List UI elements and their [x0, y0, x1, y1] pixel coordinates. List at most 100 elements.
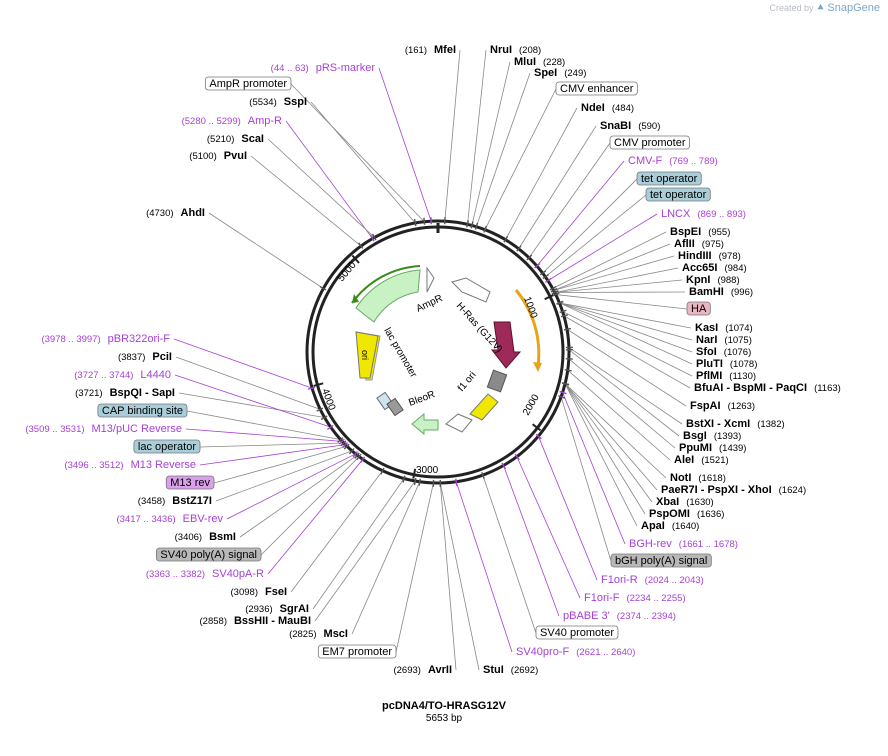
hras-arrow[interactable]	[490, 321, 522, 369]
label-nari[interactable]: NarI(1075)	[696, 334, 752, 346]
label-sv40pro-f[interactable]: SV40pro-F(2621 .. 2640)	[516, 646, 635, 658]
label-cmv-f[interactable]: CMV-F(769 .. 789)	[628, 155, 718, 167]
label-apai[interactable]: ApaI(1640)	[641, 520, 699, 532]
label-pluti[interactable]: PluTI(1078)	[696, 358, 757, 370]
label-xbai[interactable]: XbaI(1630)	[656, 496, 714, 508]
label-cmv-promoter[interactable]: CMV promoter	[609, 135, 690, 150]
label-kpni[interactable]: KpnI(988)	[686, 274, 740, 286]
leader-line	[518, 125, 597, 249]
tick-mark	[544, 293, 555, 301]
label-tet-op-1[interactable]: tet operator	[636, 171, 702, 186]
label-name: PflMI	[696, 370, 722, 382]
label-kasi[interactable]: KasI(1074)	[695, 322, 753, 334]
label-msci[interactable]: MscI(2825)	[289, 628, 348, 640]
label-ndei[interactable]: NdeI(484)	[581, 102, 634, 114]
leader-line	[226, 453, 356, 520]
label-ahdi[interactable]: AhdI(4730)	[146, 207, 205, 219]
label-bgh-rev[interactable]: BGH-rev(1661 .. 1678)	[629, 538, 738, 550]
label-amp-r[interactable]: Amp-R(5280 .. 5299)	[182, 115, 282, 127]
label-m13-puc[interactable]: M13/pUC Reverse(3509 .. 3531)	[25, 423, 182, 435]
label-hindiii[interactable]: HindIII(978)	[678, 250, 741, 262]
label-tet-op-2[interactable]: tet operator	[645, 187, 711, 202]
label-name: SpeI	[534, 67, 557, 79]
cmv-arrow[interactable]	[451, 277, 491, 303]
bgh-polya-box[interactable]	[486, 369, 508, 393]
label-sspi[interactable]: SspI(5534)	[249, 96, 307, 108]
label-cmv-enhancer[interactable]: CMV enhancer	[555, 81, 638, 96]
label-f1ori-f[interactable]: F1ori-F(2234 .. 2255)	[584, 592, 686, 604]
label-position: (3417 .. 3436)	[116, 514, 175, 525]
label-bstxi[interactable]: BstXI - XcmI(1382)	[686, 418, 785, 430]
label-scai[interactable]: ScaI(5210)	[207, 133, 264, 145]
label-avrii[interactable]: AvrII(2693)	[393, 664, 452, 676]
label-name: EBV-rev	[183, 513, 224, 525]
label-paer7i[interactable]: PaeR7I - PspXI - XhoI(1624)	[661, 484, 806, 496]
label-msshii[interactable]: BssHII - MauBI(2858)	[200, 615, 311, 627]
label-f1ori-r[interactable]: F1ori-R(2024 .. 2043)	[601, 574, 704, 586]
f1-ori-arrow[interactable]	[469, 393, 499, 421]
label-fspai[interactable]: FspAI(1263)	[690, 400, 755, 412]
label-mfei[interactable]: MfeI(161)	[405, 44, 456, 56]
label-name: AleI	[674, 454, 694, 466]
label-name: KpnI	[686, 274, 710, 286]
label-bfuai[interactable]: BfuAI - BspMI - PaqCI(1163)	[694, 382, 841, 394]
label-position: (5280 .. 5299)	[182, 116, 241, 127]
label-pvui[interactable]: PvuI(5100)	[189, 150, 247, 162]
label-name: NruI	[490, 44, 512, 56]
ori-arrow[interactable]	[355, 331, 379, 379]
label-sgrai[interactable]: SgrAI(2936)	[245, 603, 309, 615]
label-lncx[interactable]: LNCX(869 .. 893)	[661, 208, 746, 220]
label-sv40-polya[interactable]: SV40 poly(A) signal	[155, 547, 262, 562]
label-bspei[interactable]: BspEI(955)	[670, 226, 730, 238]
leader-line	[178, 392, 325, 418]
label-pcii[interactable]: PciI(3837)	[118, 351, 172, 363]
label-position: (2858)	[200, 616, 227, 627]
label-ha[interactable]: HA	[686, 301, 711, 316]
leader-line	[351, 481, 421, 635]
label-bamhi[interactable]: BamHI(996)	[689, 286, 753, 298]
label-ppumi[interactable]: PpuMI(1439)	[679, 442, 746, 454]
label-l4440[interactable]: L4440(3727 .. 3744)	[74, 369, 171, 381]
label-position: (2825)	[289, 629, 316, 640]
label-prs-marker[interactable]: pRS-marker(44 .. 63)	[271, 62, 376, 74]
label-bsmi[interactable]: BsmI(3406)	[175, 531, 236, 543]
lac-operator-box[interactable]	[386, 397, 404, 417]
label-noti[interactable]: NotI(1618)	[670, 472, 726, 484]
label-aflii[interactable]: AflII(975)	[674, 238, 724, 250]
label-pbr322ori-f[interactable]: pBR322ori-F(3978 .. 3997)	[41, 333, 170, 345]
sv40-promoter-arrow[interactable]	[445, 413, 473, 433]
label-fsei[interactable]: FseI(3098)	[231, 586, 287, 598]
leader-line	[173, 338, 313, 389]
label-pflmi[interactable]: PflMI (1130)	[696, 370, 756, 382]
label-ebv-rev[interactable]: EBV-rev (3417 .. 3436)	[116, 513, 223, 525]
label-pbabe3[interactable]: pBABE 3'(2374 .. 2394)	[563, 610, 676, 622]
bleor-arrow[interactable]	[411, 412, 439, 436]
site-marker	[338, 438, 345, 445]
label-bspqi[interactable]: BspQI - SapI(3721)	[75, 387, 175, 399]
label-sv40-promoter[interactable]: SV40 promoter	[535, 625, 619, 640]
label-bgh-polya[interactable]: bGH poly(A) signal	[610, 553, 712, 568]
label-nrui[interactable]: NruI(208)	[490, 44, 541, 56]
label-stui[interactable]: StuI(2692)	[483, 664, 538, 676]
label-m13rev-box[interactable]: M13 rev	[165, 475, 215, 490]
label-em7[interactable]: EM7 promoter	[317, 644, 397, 659]
ampr-promoter-arrow[interactable]	[426, 266, 435, 293]
label-sfoi[interactable]: SfoI(1076)	[696, 346, 751, 358]
label-position: (1130)	[729, 371, 756, 382]
ampr-arrow[interactable]	[355, 269, 421, 323]
label-ampr-promoter[interactable]: AmpR promoter	[204, 76, 292, 91]
label-name: M13/pUC Reverse	[92, 423, 182, 435]
label-mlui[interactable]: MluI(228)	[514, 56, 565, 68]
label-lac-operator[interactable]: lac operator	[133, 439, 201, 454]
label-sv40pa-r[interactable]: SV40pA-R(3363 .. 3382)	[146, 568, 264, 580]
label-name: StuI	[483, 664, 504, 676]
label-bstz17i[interactable]: BstZ17I(3458)	[138, 495, 212, 507]
label-spei[interactable]: SpeI(249)	[534, 67, 586, 79]
label-snabi[interactable]: SnaBI(590)	[600, 120, 660, 132]
label-cap-site[interactable]: CAP binding site	[97, 403, 188, 418]
label-m13-reverse[interactable]: M13 Reverse(3496 .. 3512)	[64, 459, 196, 471]
label-acc65i[interactable]: Acc65I(984)	[682, 262, 747, 274]
label-bsgi[interactable]: BsgI(1393)	[683, 430, 741, 442]
label-alei[interactable]: AleI(1521)	[674, 454, 729, 466]
label-pspomi[interactable]: PspOMI(1636)	[649, 508, 724, 520]
